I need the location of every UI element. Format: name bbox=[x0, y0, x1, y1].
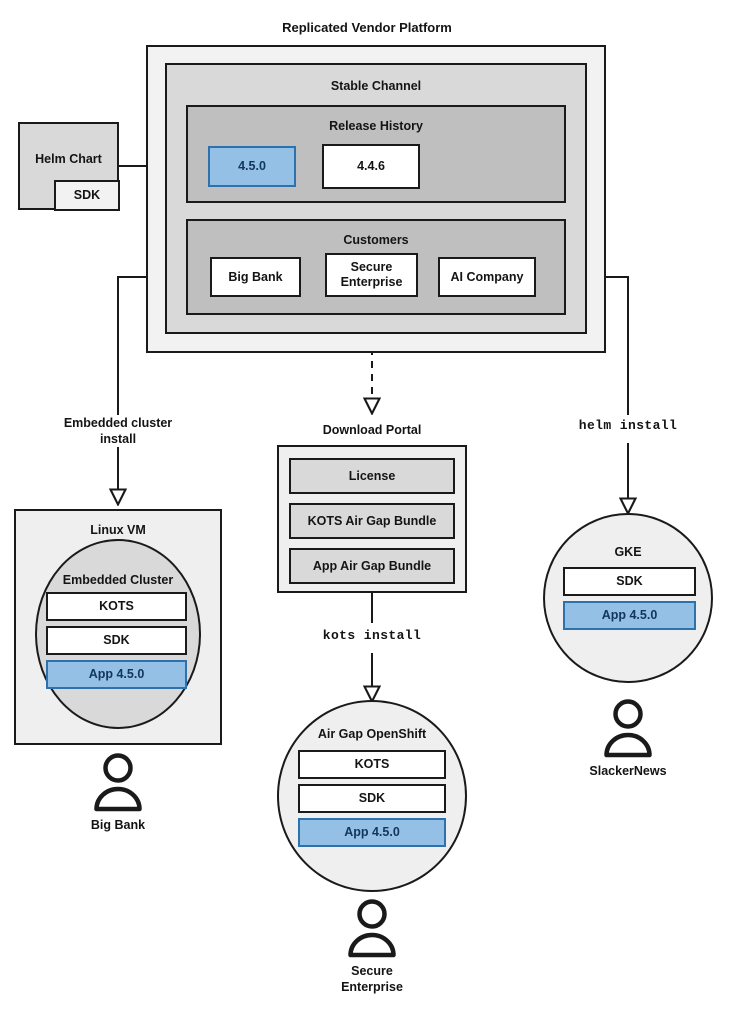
download-portal-artifact-app-airgap-bundle[interactable]: App Air Gap Bundle bbox=[289, 548, 455, 584]
release-chip-previous[interactable]: 4.4.6 bbox=[322, 144, 420, 189]
gke-component-sdk[interactable]: SDK bbox=[563, 567, 696, 596]
release-chip-current[interactable]: 4.5.0 bbox=[208, 146, 296, 187]
airgap-openshift-component-app[interactable]: App 4.5.0 bbox=[298, 818, 446, 847]
airgap-openshift-component-sdk[interactable]: SDK bbox=[298, 784, 446, 813]
helm-chart-label: Helm Chart bbox=[35, 152, 102, 166]
linux-vm-component-sdk[interactable]: SDK bbox=[46, 626, 187, 655]
gke-component-app[interactable]: App 4.5.0 bbox=[563, 601, 696, 630]
download-portal-artifact-kots-airgap-bundle[interactable]: KOTS Air Gap Bundle bbox=[289, 503, 455, 539]
customer-chip-big-bank[interactable]: Big Bank bbox=[210, 257, 301, 297]
stable-channel-title: Stable Channel bbox=[330, 79, 422, 93]
download-portal-artifact-license[interactable]: License bbox=[289, 458, 455, 494]
actor-big-bank: Big Bank bbox=[90, 752, 146, 842]
person-icon bbox=[604, 699, 652, 758]
linux-vm-component-kots[interactable]: KOTS bbox=[46, 592, 187, 621]
customer-chip-secure-enterprise[interactable]: Secure Enterprise bbox=[325, 253, 418, 297]
linux-vm-title: Linux VM bbox=[90, 523, 146, 537]
edge-label-embedded-cluster-install: Embedded cluster install bbox=[63, 416, 173, 446]
person-icon bbox=[348, 899, 396, 958]
embedded-cluster-title: Embedded Cluster bbox=[62, 573, 174, 587]
diagram-title: Replicated Vendor Platform bbox=[282, 20, 452, 35]
gke-title: GKE bbox=[614, 545, 642, 559]
actor-slackernews: SlackerNews bbox=[589, 698, 667, 788]
edge-label-kots-install: kots install bbox=[322, 628, 422, 643]
helm-chart-sdk-chip[interactable]: SDK bbox=[54, 180, 120, 211]
airgap-openshift-component-kots[interactable]: KOTS bbox=[298, 750, 446, 779]
actor-label-secure-enterprise: Secure Enterprise bbox=[341, 964, 403, 994]
actor-label-big-bank: Big Bank bbox=[90, 818, 146, 832]
edge-label-helm-install: helm install bbox=[578, 418, 678, 433]
actor-label-slackernews: SlackerNews bbox=[589, 764, 667, 778]
actor-secure-enterprise: Secure Enterprise bbox=[341, 898, 403, 1008]
download-portal-title: Download Portal bbox=[322, 423, 422, 437]
customer-chip-ai-company[interactable]: AI Company bbox=[438, 257, 536, 297]
linux-vm-component-app[interactable]: App 4.5.0 bbox=[46, 660, 187, 689]
airgap-openshift-title: Air Gap OpenShift bbox=[317, 727, 427, 741]
gke-ellipse: GKE bbox=[543, 513, 713, 683]
person-icon bbox=[94, 753, 142, 812]
release-history-title: Release History bbox=[329, 119, 423, 133]
customers-title: Customers bbox=[343, 233, 409, 247]
